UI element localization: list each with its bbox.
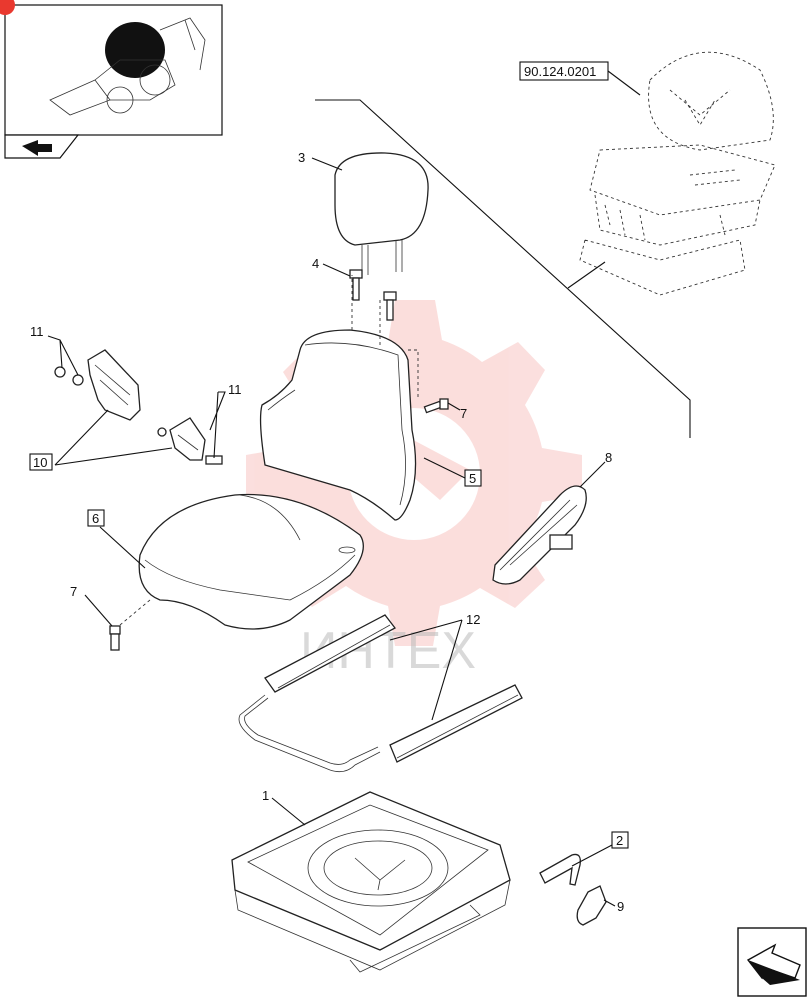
headrest-guide-bushing[interactable] — [349, 269, 397, 321]
callout-3[interactable]: 3 — [298, 150, 305, 165]
back-arrow-icon[interactable] — [22, 140, 52, 156]
thumbnail-panel — [0, 0, 223, 159]
corner-marker — [0, 0, 15, 15]
lever-knob[interactable] — [576, 885, 607, 926]
slide-rail-assembly[interactable] — [238, 614, 523, 773]
callout-12[interactable]: 12 — [466, 612, 480, 627]
seat-belt-buckle-right[interactable] — [169, 417, 206, 461]
callout-11-right[interactable]: 11 — [228, 382, 242, 397]
callout-11-left[interactable]: 11 — [30, 324, 44, 339]
callout-1[interactable]: 1 — [262, 788, 269, 803]
callout-6[interactable]: 6 — [92, 511, 99, 526]
reference-seat-illustration — [579, 51, 776, 296]
callout-7-upper[interactable]: 7 — [460, 406, 467, 421]
armrest[interactable] — [492, 485, 587, 585]
group-leader-line — [315, 99, 691, 438]
backrest-cushion[interactable] — [259, 275, 419, 521]
callout-5[interactable]: 5 — [469, 471, 476, 486]
backhoe-loader-icon — [49, 17, 206, 116]
backrest-bolt[interactable] — [423, 398, 449, 414]
seat-cushion-bolt[interactable] — [109, 625, 121, 651]
swivel-base-plate[interactable] — [231, 791, 511, 973]
seat-belt-buckle-left[interactable] — [87, 349, 141, 421]
callout-10[interactable]: 10 — [33, 455, 47, 470]
ref-leader-line — [567, 261, 606, 289]
callout-2[interactable]: 2 — [616, 833, 623, 848]
reference-code-label[interactable]: 90.124.0201 — [524, 64, 596, 79]
callout-4[interactable]: 4 — [312, 256, 319, 271]
callout-8[interactable]: 8 — [605, 450, 612, 465]
next-page-arrow-icon[interactable] — [737, 927, 807, 997]
callout-9[interactable]: 9 — [617, 899, 624, 914]
headrest-part[interactable] — [334, 152, 429, 275]
release-lever[interactable] — [539, 853, 581, 886]
seat-cushion[interactable] — [138, 493, 364, 630]
callout-7-lower[interactable]: 7 — [70, 584, 77, 599]
